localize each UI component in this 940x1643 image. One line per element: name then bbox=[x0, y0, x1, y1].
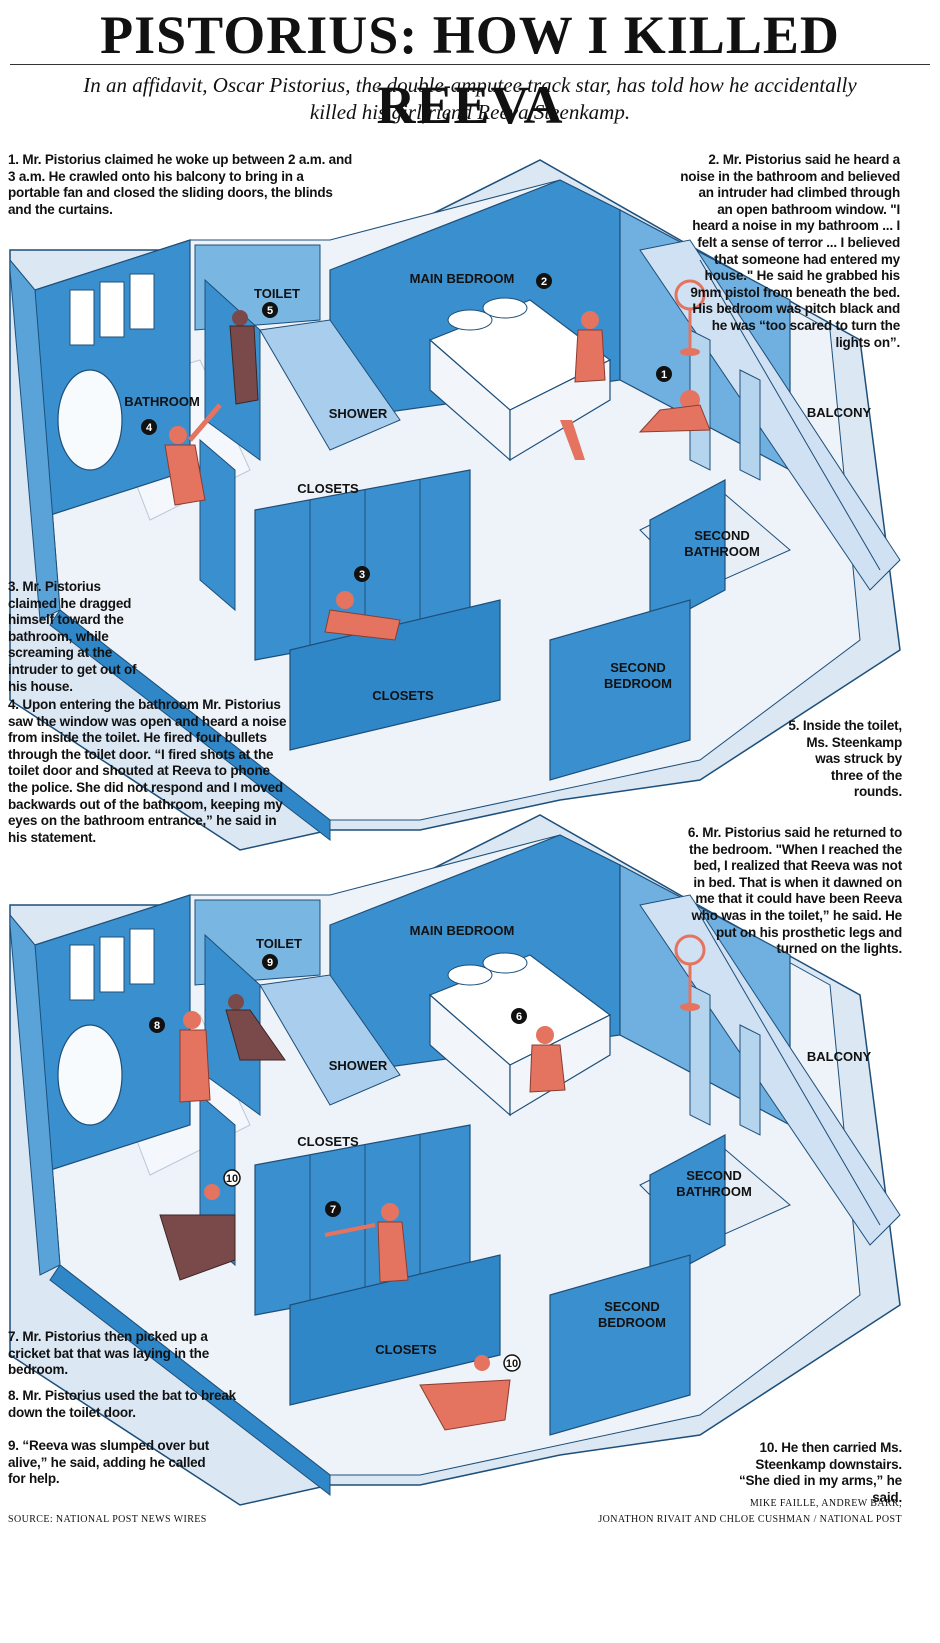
note-6-number: 6. bbox=[687, 825, 699, 840]
label-main-bedroom-top: MAIN BEDROOM bbox=[410, 271, 515, 286]
label-second-bedroom-bottom-2: BEDROOM bbox=[598, 1315, 666, 1330]
note-7-text: Mr. Pistorius then picked up a cricket b… bbox=[8, 1329, 210, 1378]
svg-text:6: 6 bbox=[516, 1011, 522, 1023]
note-9-number: 9. bbox=[8, 1438, 19, 1453]
svg-text:5: 5 bbox=[267, 305, 273, 317]
floor-plan-bottom: MAIN BEDROOM TOILET SHOWER CLOSETS CLOSE… bbox=[8, 813, 902, 1507]
note-6: 6. Mr. Pistorius said he returned to the… bbox=[680, 825, 902, 958]
marker-9: 9 bbox=[262, 954, 278, 970]
label-closets-bottom-1: CLOSETS bbox=[297, 1134, 359, 1149]
title-rule bbox=[10, 64, 930, 65]
figure-pistorius-dragging bbox=[324, 591, 401, 641]
note-1: 1. Mr. Pistorius claimed he woke up betw… bbox=[8, 152, 358, 218]
label-shower-top: SHOWER bbox=[329, 406, 388, 421]
label-second-bathroom-bottom-1: SECOND bbox=[686, 1168, 742, 1183]
infographic-title: PISTORIUS: HOW I KILLED REEVA bbox=[100, 5, 840, 135]
note-5-number: 5. bbox=[788, 718, 800, 733]
marker-5: 5 bbox=[262, 302, 278, 318]
source-credit: SOURCE: NATIONAL POST NEWS WIRES bbox=[8, 1514, 207, 1525]
note-10: 10. He then carried Ms. Steenkamp downst… bbox=[722, 1440, 902, 1506]
figure-carrying-outside bbox=[419, 1355, 511, 1431]
figure-steenkamp-toilet bbox=[229, 310, 259, 405]
note-10-number: 10. bbox=[759, 1440, 778, 1455]
label-balcony-top: BALCONY bbox=[807, 405, 872, 420]
label-second-bedroom-top-2: BEDROOM bbox=[604, 676, 672, 691]
svg-text:3: 3 bbox=[359, 569, 365, 581]
note-7-number: 7. bbox=[8, 1329, 19, 1344]
note-3-text: Mr. Pistorius claimed he dragged himself… bbox=[8, 579, 137, 694]
note-8-number: 8. bbox=[8, 1388, 19, 1403]
marker-6: 6 bbox=[511, 1008, 527, 1024]
label-second-bathroom-bottom-2: BATHROOM bbox=[676, 1184, 752, 1199]
label-toilet-top: TOILET bbox=[254, 286, 300, 301]
svg-text:4: 4 bbox=[146, 422, 153, 434]
svg-text:1: 1 bbox=[661, 369, 667, 381]
note-9: 9. “Reeva was slumped over but alive,” h… bbox=[8, 1438, 218, 1488]
note-5: 5. Inside the toilet, Ms. Steenkamp was … bbox=[780, 718, 902, 801]
label-second-bedroom-bottom-1: SECOND bbox=[604, 1299, 660, 1314]
label-second-bedroom-top-1: SECOND bbox=[610, 660, 666, 675]
figure-pistorius-bat bbox=[324, 1203, 409, 1283]
note-3-number: 3. bbox=[8, 579, 19, 594]
label-second-bathroom-top-1: SECOND bbox=[694, 528, 750, 543]
label-toilet-bottom: TOILET bbox=[256, 936, 302, 951]
infographic-subtitle: In an affidavit, Oscar Pistorius, the do… bbox=[83, 73, 857, 124]
figure-pistorius-at-bed bbox=[560, 311, 606, 460]
floor-plan-top: MAIN BEDROOM BATHROOM TOILET SHOWER CLOS… bbox=[8, 158, 902, 852]
label-balcony-bottom: BALCONY bbox=[807, 1049, 872, 1064]
label-closets-top-2: CLOSETS bbox=[372, 688, 434, 703]
marker-10-a: 10 bbox=[223, 1169, 241, 1187]
marker-3: 3 bbox=[354, 566, 370, 582]
note-10-text: He then carried Ms. Steenkamp downstairs… bbox=[738, 1440, 902, 1505]
note-2: 2. Mr. Pistorius said he heard a noise i… bbox=[680, 152, 900, 351]
note-8-text: Mr. Pistorius used the bat to break down… bbox=[8, 1388, 236, 1420]
label-bathroom-top: BATHROOM bbox=[124, 394, 200, 409]
note-4-text: Upon entering the bathroom Mr. Pistorius… bbox=[8, 697, 287, 845]
label-closets-bottom-2: CLOSETS bbox=[375, 1342, 437, 1357]
svg-text:10: 10 bbox=[226, 1173, 238, 1185]
artist-credit-line1: MIKE FAILLE, ANDREW BARR, bbox=[749, 1498, 902, 1509]
note-1-number: 1. bbox=[8, 152, 19, 167]
note-1-text: Mr. Pistorius claimed he woke up between… bbox=[8, 152, 353, 217]
svg-text:9: 9 bbox=[267, 957, 273, 969]
figure-pistorius-firing bbox=[164, 403, 222, 506]
note-8: 8. Mr. Pistorius used the bat to break d… bbox=[8, 1388, 248, 1421]
marker-2: 2 bbox=[536, 273, 552, 289]
label-closets-top-1: CLOSETS bbox=[297, 481, 359, 496]
artist-credit-line2: JONATHON RIVAIT AND CHLOE CUSHMAN / NATI… bbox=[598, 1514, 902, 1525]
marker-8: 8 bbox=[149, 1017, 165, 1033]
label-second-bathroom-top-2: BATHROOM bbox=[684, 544, 760, 559]
figure-steenkamp-slumped bbox=[225, 994, 286, 1061]
label-main-bedroom-bottom: MAIN BEDROOM bbox=[410, 923, 515, 938]
svg-text:2: 2 bbox=[541, 276, 547, 288]
figure-carrying-left bbox=[159, 1184, 236, 1281]
marker-4: 4 bbox=[141, 419, 157, 435]
svg-text:8: 8 bbox=[154, 1020, 160, 1032]
note-3: 3. Mr. Pistorius claimed he dragged hims… bbox=[8, 579, 148, 695]
note-9-text: “Reeva was slumped over but alive,” he s… bbox=[8, 1438, 210, 1487]
marker-1: 1 bbox=[656, 366, 672, 382]
note-5-text: Inside the toilet, Ms. Steenkamp was str… bbox=[802, 718, 902, 800]
figure-pistorius-crawling bbox=[638, 390, 711, 433]
note-2-number: 2. bbox=[708, 152, 720, 167]
svg-text:10: 10 bbox=[506, 1358, 518, 1370]
svg-text:7: 7 bbox=[330, 1204, 336, 1216]
note-4: 4. Upon entering the bathroom Mr. Pistor… bbox=[8, 697, 288, 846]
note-6-text: Mr. Pistorius said he returned to the be… bbox=[688, 825, 902, 957]
marker-7: 7 bbox=[325, 1201, 341, 1217]
note-4-number: 4. bbox=[8, 697, 19, 712]
label-shower-bottom: SHOWER bbox=[329, 1058, 388, 1073]
figure-pistorius-toilet-door bbox=[179, 1011, 211, 1103]
note-7: 7. Mr. Pistorius then picked up a cricke… bbox=[8, 1329, 213, 1379]
note-2-text: Mr. Pistorius said he heard a noise in t… bbox=[680, 152, 900, 350]
marker-10-b: 10 bbox=[503, 1354, 521, 1372]
figure-pistorius-sitting-bed bbox=[529, 1026, 566, 1093]
